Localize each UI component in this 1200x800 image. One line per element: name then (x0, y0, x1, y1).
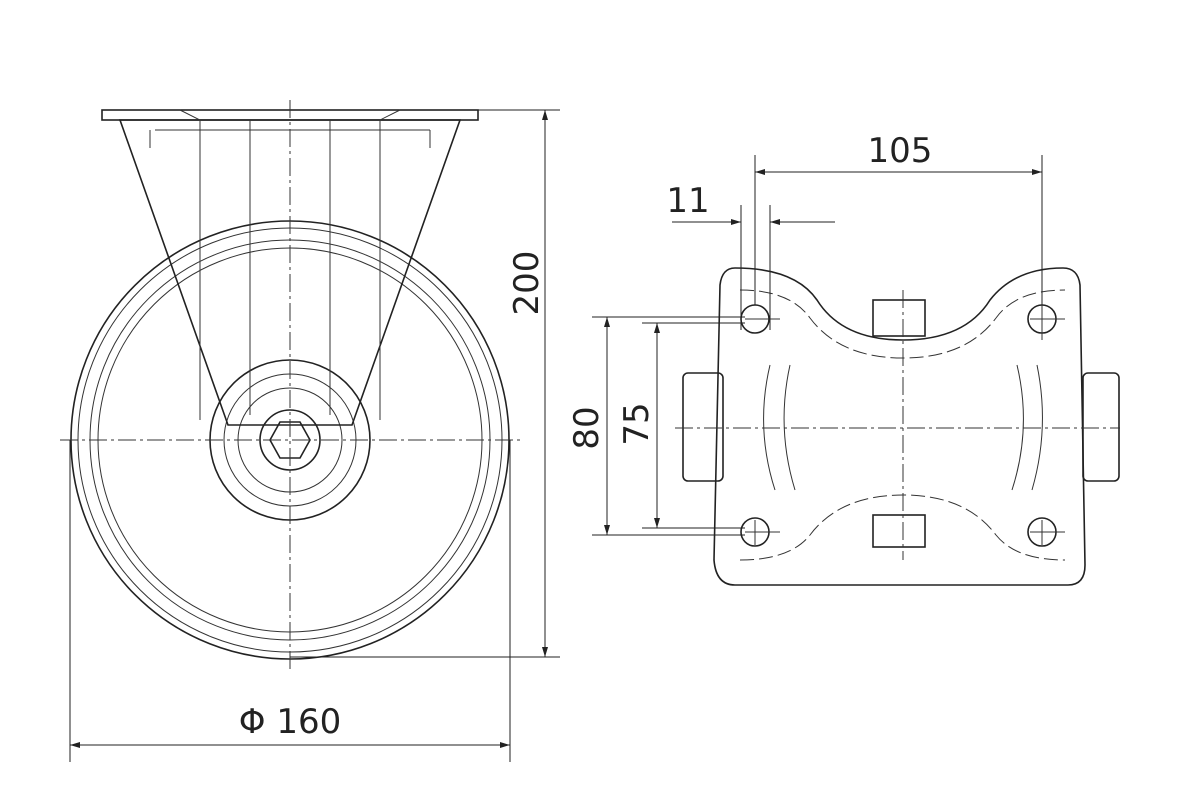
dimension-label-80: 80 (567, 406, 607, 449)
dimension-label-diameter: Φ 160 (239, 702, 341, 742)
dimension-label-200: 200 (507, 251, 547, 316)
mounting-plate (713, 267, 1086, 586)
bottom-nut (872, 514, 926, 548)
dimension-diameter: Φ 160 (69, 440, 511, 762)
dimension-label-11: 11 (666, 181, 709, 221)
dimension-200: 200 (290, 109, 560, 658)
top-plate-view: 105 11 80 75 (567, 131, 1120, 586)
top-nut (872, 299, 926, 337)
dimension-105: 105 (754, 131, 1043, 305)
dimension-label-75: 75 (617, 402, 657, 445)
dimension-11: 11 (666, 181, 835, 330)
center-lines (60, 100, 520, 670)
side-view: 200 Φ 160 (60, 100, 560, 762)
dimension-label-105: 105 (868, 131, 933, 171)
mounting-holes (740, 304, 1065, 547)
dimension-80: 80 (567, 316, 745, 536)
dimension-75: 75 (617, 322, 745, 529)
